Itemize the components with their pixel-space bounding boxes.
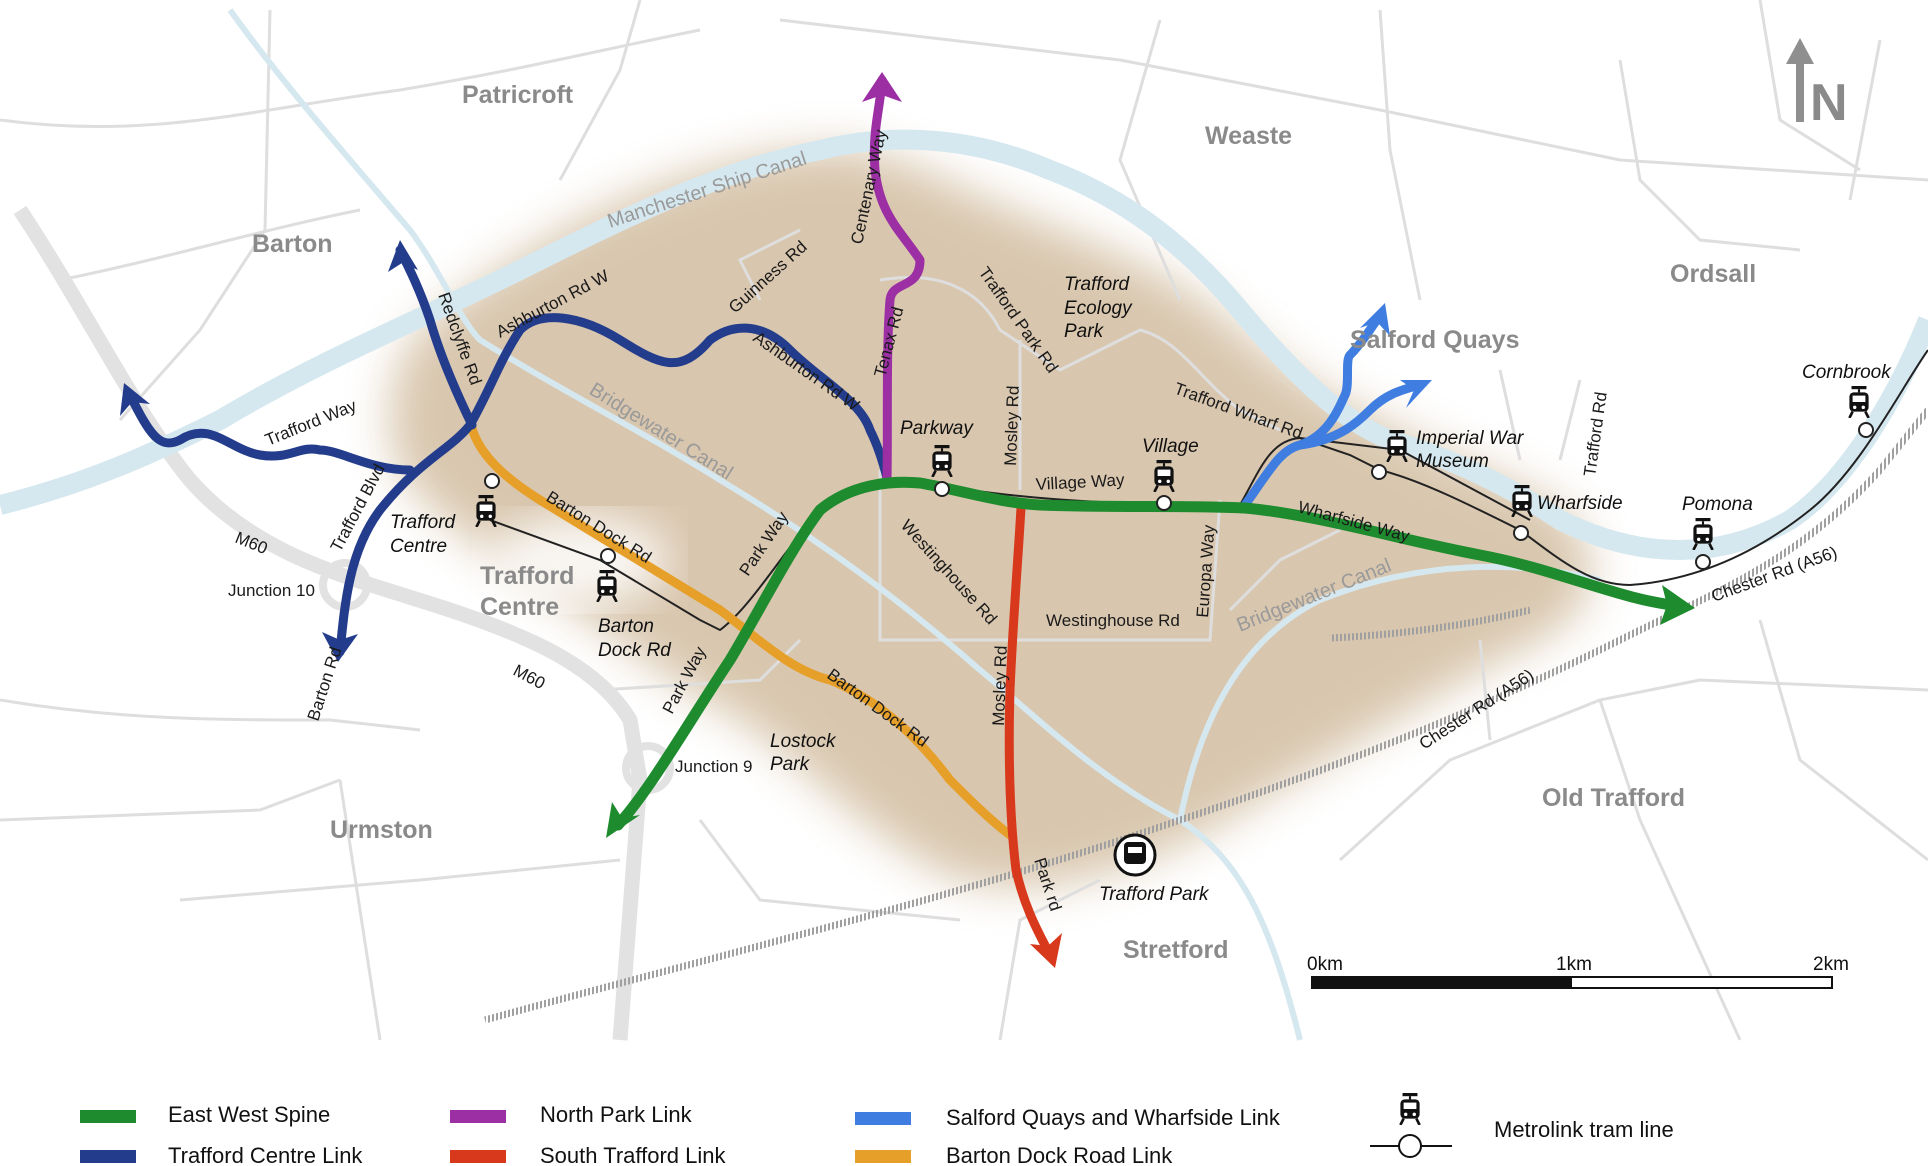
lostock-gap	[490, 515, 670, 605]
area-stretford: Stretford	[1123, 936, 1229, 964]
stop-label-iwm-2: Museum	[1416, 451, 1489, 472]
label-lostock-1: Lostock	[770, 731, 837, 752]
label-mosley-rd-2: Mosley Rd	[989, 645, 1011, 726]
trafford-centre-link-north	[395, 245, 477, 430]
stop-dot-barton-dock	[600, 548, 616, 564]
label-ecology-1: Trafford	[1064, 274, 1131, 295]
area-old-trafford: Old Trafford	[1542, 784, 1685, 812]
label-barton-rd: Barton Rd	[304, 645, 346, 724]
legend-swatch-salford-quays	[855, 1112, 911, 1125]
area-weaste: Weaste	[1205, 122, 1292, 150]
south-trafford-link	[1004, 503, 1055, 960]
label-junction-9: Junction 9	[675, 757, 753, 776]
trafford-centre-link-south-arrow	[322, 632, 358, 662]
legend-label-south-trafford: South Trafford Link	[540, 1143, 726, 1166]
tram-stop-icon	[1399, 1093, 1421, 1125]
stop-dot-imperial-war-museum	[1371, 464, 1387, 480]
label-ecology-3: Park	[1064, 321, 1105, 342]
stop-label-parkway: Parkway	[900, 418, 974, 439]
stop-dot-village	[1156, 495, 1172, 511]
trafford-centre-link-west-arrow	[120, 383, 150, 416]
tram-icon-cornbrook	[1848, 386, 1870, 418]
area-trafford-centre: Trafford	[480, 562, 574, 590]
stop-dot-wharfside	[1513, 525, 1529, 541]
stop-label-trafford-park: Trafford Park	[1099, 884, 1210, 905]
area-trafford-centre-2: Centre	[480, 593, 559, 621]
stop-label-trafford-centre-2: Centre	[390, 536, 447, 557]
legend-swatch-east-west	[80, 1110, 136, 1123]
legend-swatch-trafford-centre	[80, 1150, 136, 1163]
south-trafford-link-arrow	[1030, 933, 1062, 968]
stop-label-barton-dock-1: Barton	[598, 616, 654, 637]
stop-dot-parkway	[934, 481, 950, 497]
east-west-spine-west-arrow	[606, 802, 640, 838]
legend: East West Spine Trafford Centre Link Nor…	[80, 1093, 1674, 1166]
salford-quays-link	[1240, 310, 1385, 510]
scale-0km: 0km	[1307, 954, 1343, 975]
stop-label-wharfside: Wharfside	[1537, 493, 1623, 514]
label-ecology-2: Ecology	[1064, 298, 1133, 319]
scale-2km: 2km	[1813, 954, 1849, 975]
legend-label-trafford-centre: Trafford Centre Link	[168, 1143, 363, 1166]
north-park-link	[869, 75, 925, 485]
label-junction-10: Junction 10	[228, 581, 315, 600]
salford-quays-link-b	[1295, 380, 1425, 450]
minor-roads	[0, 0, 1928, 1041]
stop-label-village: Village	[1142, 436, 1199, 457]
stop-dot-trafford-centre	[484, 473, 500, 489]
legend-label-barton-dock: Barton Dock Road Link	[946, 1143, 1173, 1166]
area-patricroft: Patricroft	[462, 81, 574, 109]
north-arrow-icon	[1786, 38, 1814, 122]
salford-quays-link-arrow-a	[1360, 303, 1390, 336]
stop-dot-pomona	[1695, 554, 1711, 570]
label-westinghouse-rd-2: Westinghouse Rd	[1046, 611, 1180, 630]
label-lostock-2: Park	[770, 754, 811, 775]
legend-label-salford-quays: Salford Quays and Wharfside Link	[946, 1105, 1281, 1130]
barton-dock-road-link	[465, 415, 1015, 840]
railway-spur	[1329, 606, 1531, 642]
east-west-spine-east-arrow	[1660, 585, 1695, 625]
trafford-park-area	[389, 148, 1592, 888]
area-ordsall: Ordsall	[1670, 260, 1756, 288]
manchester-ship-canal	[0, 129, 1928, 560]
trafford-centre-link	[335, 313, 892, 657]
legend-swatch-south-trafford	[450, 1150, 506, 1163]
legend-swatch-barton-dock	[855, 1150, 911, 1163]
salford-quays-link-arrow-b	[1400, 380, 1432, 408]
label-mosley-rd-1: Mosley Rd	[1001, 385, 1023, 466]
stop-label-pomona: Pomona	[1682, 494, 1753, 515]
trafford-centre-link-west	[125, 390, 415, 475]
legend-label-metrolink: Metrolink tram line	[1494, 1117, 1674, 1142]
scale-1km: 1km	[1556, 954, 1592, 975]
stop-label-barton-dock-2: Dock Rd	[598, 640, 672, 661]
east-west-spine	[612, 476, 1686, 831]
legend-label-east-west: East West Spine	[168, 1102, 330, 1127]
area-urmston: Urmston	[330, 816, 433, 844]
railway	[484, 407, 1928, 1024]
label-m60-2: M60	[510, 661, 548, 693]
trafford-centre-link-north-arrow	[388, 240, 418, 272]
stop-label-trafford-centre-1: Trafford	[390, 512, 457, 533]
stop-label-cornbrook: Cornbrook	[1802, 362, 1892, 383]
stop-label-iwm-1: Imperial War	[1416, 428, 1524, 449]
north-arrow: N	[1786, 38, 1848, 132]
label-village-way: Village Way	[1035, 470, 1125, 494]
north-label: N	[1810, 74, 1848, 132]
stop-dot-cornbrook	[1858, 422, 1874, 438]
label-trafford-rd: Trafford Rd	[1580, 391, 1611, 478]
area-barton: Barton	[252, 230, 333, 258]
scale-bar: 0km 1km 2km	[1307, 954, 1849, 989]
legend-swatch-north-park	[450, 1110, 506, 1123]
legend-label-north-park: North Park Link	[540, 1102, 693, 1127]
label-trafford-way: Trafford Way	[262, 396, 359, 450]
area-salford-quays: Salford Quays	[1350, 326, 1520, 354]
north-park-link-arrow	[862, 72, 902, 102]
